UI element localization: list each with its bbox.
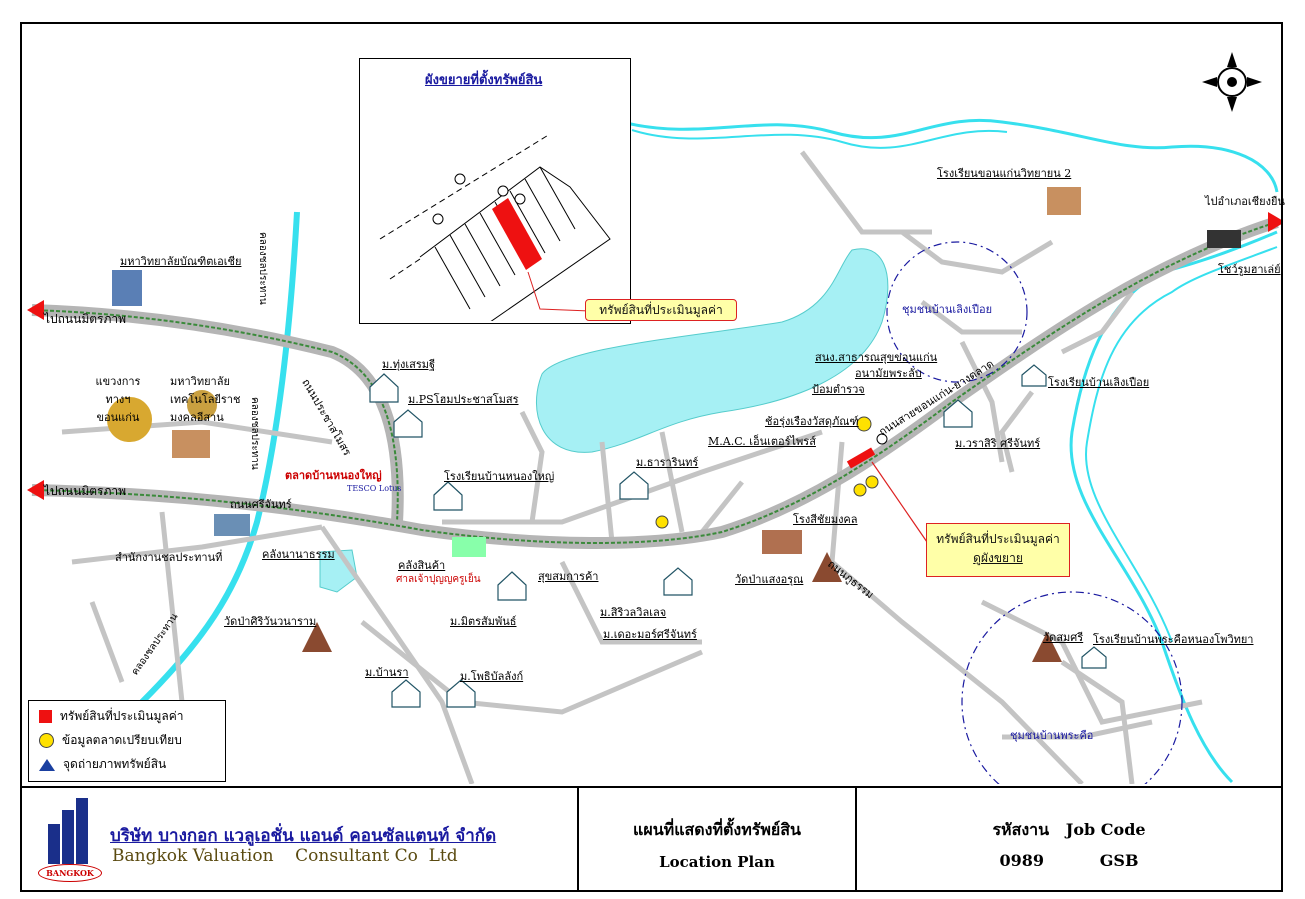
label-shrine: ศาลเจ้าปุญญครูเย็น — [396, 574, 481, 585]
legend-label-comparable: ข้อมูลตลาดเปรียบเทียบ — [62, 733, 182, 747]
community-circle-2 — [961, 591, 1183, 784]
label-irrigation-office: สำนักงานชลประทานที่ — [115, 551, 223, 564]
plan-title-th: แผนที่แสดงที่ตั้งทรัพย์สิน — [633, 820, 801, 839]
subject-callout: ทรัพย์สินที่ประเมินมูลค่า ดูผังขยาย — [926, 523, 1070, 577]
company-logo: BANGKOK — [38, 796, 108, 884]
job-code-label: รหัสงาน Job Code — [992, 820, 1146, 839]
photo-point-icon — [39, 758, 55, 771]
minor-roads — [61, 150, 1203, 784]
compass-rose — [1202, 52, 1262, 112]
label-tesco: TESCO Lotus — [347, 484, 402, 493]
label-wat-namsaeng: วัดป่าแสงอรุณ — [735, 573, 804, 586]
label-deorsomri: ม.เดอะมอร์ศรีจันทร์ — [603, 628, 697, 641]
red-square-icon — [39, 710, 52, 723]
label-wat-pasiri: วัดป่าศิริวันวนาราม — [224, 615, 317, 628]
label-rongsi-mongkol: โรงสีชัยมงคล — [793, 513, 858, 526]
label-community-lerngpuoy: ชุมชนบ้านเลิงเปือย — [902, 303, 993, 316]
label-thararin: ม.ธารารินทร์ — [636, 456, 699, 469]
inset-callout: ทรัพย์สินที่ประเมินมูลค่า — [585, 299, 737, 321]
label-highway-office: แขวงการทางฯ ขอนแก่น — [95, 375, 141, 424]
irrigation-canal — [139, 211, 300, 705]
label-warehouse: คลังสินค้า — [398, 559, 446, 572]
label-school-kk2: โรงเรียนขอนแก่นวิทยายน 2 — [937, 167, 1072, 180]
label-university-1: มหาวิทยาลัยบัณฑิตเอเชีย — [120, 255, 242, 268]
label-sukasom: สุขสมการค้า — [538, 570, 599, 583]
label-mitsamphan: ม.มิตรสัมพันธ์ — [450, 615, 517, 628]
plan-title-en: Location Plan — [659, 853, 775, 871]
canal-label-1: คลองชลประทาน — [257, 232, 268, 305]
label-police-box: ป้อมตำรวจ — [812, 383, 865, 396]
map-legend: ทรัพย์สินที่ประเมินมูลค่า ข้อมูลตลาดเปรี… — [28, 700, 226, 782]
company-name-en: Bangkok Valuation Consultant Co Ltd — [112, 846, 458, 866]
road-label-mittraphap-bottom: ไปถนนมิตรภาพ — [44, 484, 127, 498]
label-ps-home: ม.PSโฮมประชาสโมสร — [408, 393, 519, 406]
inset-title: ผังขยายที่ตั้งทรัพย์สิน — [425, 73, 543, 88]
label-harley: โชว์รูมฮาเล่ย์ — [1218, 263, 1281, 276]
callout-line-2: ดูผังขยาย — [973, 551, 1023, 565]
label-chairung: ช้อรุ่งเรืองวัสดุภัณฑ์ — [765, 415, 859, 428]
yellow-circle-icon — [39, 733, 54, 748]
label-ban-ra: ม.บ้านรา — [365, 666, 409, 679]
label-tungsermsri: ม.ทุ่งเสรมฐี — [382, 358, 436, 371]
company-name-th: บริษัท บางกอก แวลูเอชั่น แอนด์ คอนซัลแตน… — [110, 826, 497, 846]
label-school-phrakhue: โรงเรียนบ้านพระคือหนองโพวิทยา — [1093, 633, 1254, 646]
comparable-points — [655, 416, 879, 529]
river-bank — [631, 129, 1278, 643]
legend-item-photo: จุดถ่ายภาพทรัพย์สิน — [39, 755, 166, 774]
label-anamai: อนามัยพระลับ — [855, 367, 922, 380]
label-market-nongyai: ตลาดบ้านหนองใหญ่ — [285, 469, 382, 482]
plan-cell: แผนที่แสดงที่ตั้งทรัพย์สิน Location Plan — [577, 788, 855, 890]
road-arrows — [27, 212, 1281, 500]
photo-point-marker — [876, 433, 888, 445]
road-label-sirichan: ถนนศรีจันทร์ — [230, 498, 292, 511]
building-icons — [107, 187, 1241, 662]
legend-item-comparable: ข้อมูลตลาดเปรียบเทียบ — [39, 731, 182, 750]
job-code-cell: รหัสงาน Job Code 0989 GSB — [855, 788, 1281, 890]
label-public-health: สนง.สาธารณสุขขอนแก่น — [815, 351, 938, 364]
label-rasiri: ม.วราสิริ ศรีจันทร์ — [955, 437, 1041, 450]
road-label-amphoe: ไปอำเภอเชียงยืน — [1205, 195, 1285, 208]
road-label-mittraphap-top: ไปถนนมิตรภาพ — [44, 312, 127, 326]
inset-diagram — [379, 133, 611, 321]
river — [621, 118, 1279, 784]
label-wat-samri: วัดสมศรี — [1043, 631, 1084, 644]
label-community-phrakhue: ชุมชนบ้านพระคือ — [1010, 729, 1094, 742]
subject-property-marker — [846, 447, 876, 469]
map-frame: ผังขยายที่ตั้งทรัพย์สิน ทรัพย์สินที่ประเ… — [20, 22, 1283, 892]
title-block: BANGKOK บริษัท บางกอก แวลูเอชั่น แอนด์ ค… — [20, 786, 1283, 892]
leader-lines — [871, 461, 928, 543]
community-circle-1 — [886, 241, 1028, 383]
inset-map: ผังขยายที่ตั้งทรัพย์สิน ทรัพย์สินที่ประเ… — [359, 58, 737, 324]
main-roads — [31, 216, 1279, 549]
job-code-value: 0989 GSB — [999, 851, 1139, 870]
label-siriwat: ม.สิริวลวิลเลจ — [600, 606, 667, 619]
legend-item-subject: ทรัพย์สินที่ประเมินมูลค่า — [39, 707, 184, 726]
label-phimsamphan: ม.โพธิบัลลังก์ — [460, 670, 524, 683]
lake — [535, 248, 889, 453]
legend-label-photo: จุดถ่ายภาพทรัพย์สิน — [63, 757, 167, 771]
label-mac: M.A.C. เอ็นเตอร์ไพรส์ — [708, 435, 816, 448]
label-school-lerngpuoy: โรงเรียนบ้านเลิงเปือย — [1048, 376, 1150, 389]
location-map — [27, 52, 1281, 784]
village-icons — [369, 364, 1107, 708]
legend-label-subject: ทรัพย์สินที่ประเมินมูลค่า — [60, 709, 184, 723]
label-school-nongyai: โรงเรียนบ้านหนองใหญ่ — [444, 470, 555, 483]
label-university-2: มหาวิทยาลัยเทคโนโลยีราชมงคลอีสาน — [170, 375, 241, 424]
logo-text: BANGKOK — [38, 864, 102, 882]
label-khlang-nanatham: คลังนานาธรรม — [262, 548, 335, 561]
callout-line-1: ทรัพย์สินที่ประเมินมูลค่า — [936, 532, 1060, 546]
